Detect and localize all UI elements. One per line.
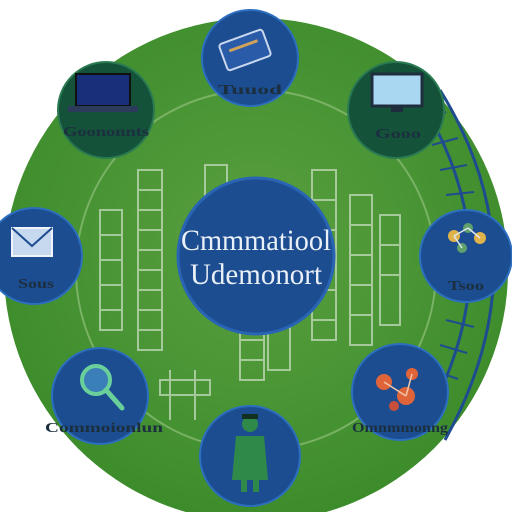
node-top-right-label: Gooo <box>375 127 421 142</box>
node-top-left-label: Goononnts <box>63 125 150 140</box>
node-top-right: Gooo <box>347 61 445 159</box>
center-node: Cmmmatiool Udemonort <box>176 176 336 336</box>
node-bottom-right: Omnmmonng <box>351 343 449 441</box>
node-right-label: Tsoo <box>448 279 484 294</box>
node-right: Tsoo <box>419 209 512 303</box>
center-title-line1: Cmmmatiool <box>181 224 331 257</box>
magnifier-icon <box>80 364 125 411</box>
node-left: Sous <box>0 207 83 305</box>
node-top-left: Goononnts <box>57 61 155 159</box>
person-icon <box>232 414 268 492</box>
monitor-icon <box>370 72 424 112</box>
node-bottom <box>199 405 301 507</box>
node-top-label: Tuuod <box>218 83 282 98</box>
node-bottom-left-label: Commoionlun <box>45 421 163 436</box>
center-title-line2: Udemonort <box>190 258 323 291</box>
envelope-icon <box>11 227 53 257</box>
node-bottom-left: Commoionlun <box>45 347 163 445</box>
laptop-icon <box>68 73 138 112</box>
node-top: Tuuod <box>201 9 299 107</box>
molecules-icon <box>376 368 418 411</box>
tablet-icon <box>218 28 272 72</box>
node-left-label: Sous <box>18 277 55 292</box>
node-bottom-right-label: Omnmmonng <box>352 421 448 436</box>
network-cluster-icon <box>448 223 486 253</box>
